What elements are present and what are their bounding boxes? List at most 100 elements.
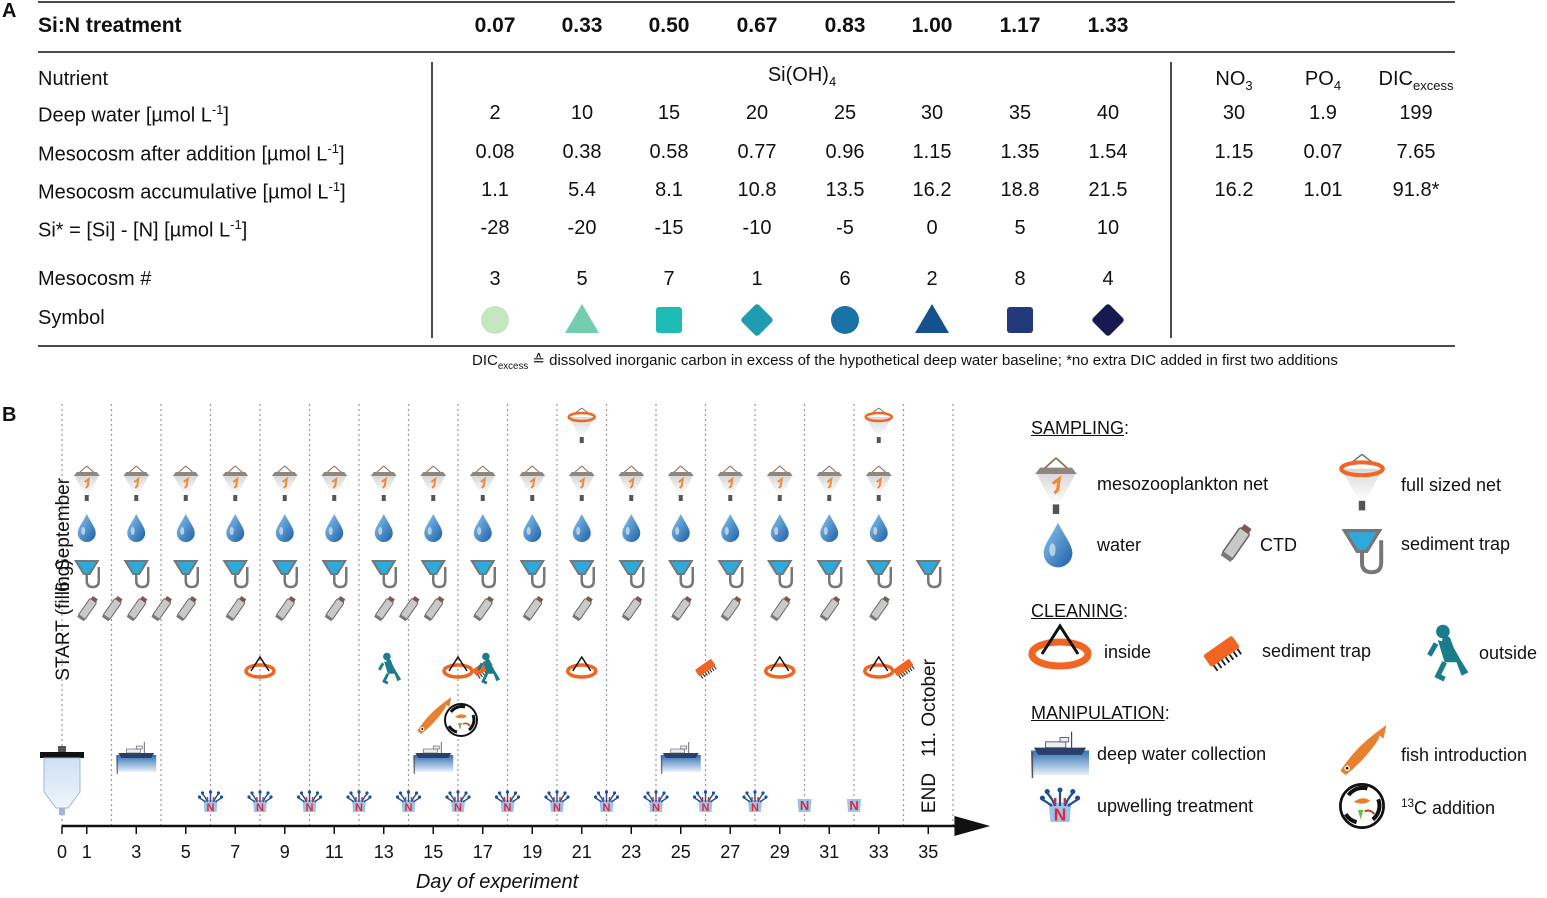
legend-sediment-trap-label: sediment trap [1401, 534, 1511, 554]
upwelling-treatment-icon [345, 789, 373, 815]
ctd-icon [670, 594, 694, 622]
after-addition-label: Mesocosm after addition [µmol L-1] [38, 141, 345, 166]
accum-value: 10.8 [737, 179, 777, 201]
treatment-value: 1.00 [911, 14, 953, 37]
legend-deep-water-collection-icon [1030, 730, 1090, 779]
axis-tick-label: 31 [819, 842, 840, 862]
after-value: 0.77 [737, 141, 777, 163]
ctd-icon [819, 594, 842, 622]
sistar-value: 5 [1014, 217, 1026, 239]
ctd-icon [101, 594, 124, 622]
water-sample-icon [622, 514, 641, 542]
meso-value: 7 [663, 268, 675, 290]
axis-tick-label: 35 [918, 842, 939, 862]
after-extra-value: 0.07 [1303, 141, 1343, 163]
legend-ctd-icon [1219, 522, 1254, 563]
sediment-trap-icon [470, 559, 496, 589]
sediment-trap-icon [74, 559, 100, 589]
upwelling-treatment-icon [197, 789, 224, 815]
deep-value: 25 [833, 102, 857, 124]
axis-tick-label: 7 [230, 842, 241, 862]
c13-addition-icon [443, 702, 479, 738]
deep-extra-value: 30 [1222, 102, 1246, 124]
accumulative-label: Mesocosm accumulative [µmol L-1] [38, 179, 346, 204]
legend-upwelling-label: upwelling treatment [1097, 796, 1254, 816]
meso-value: 3 [489, 268, 501, 290]
deep-value: 2 [489, 102, 501, 124]
axis-tick-label: 19 [522, 842, 543, 862]
upwelling-treatment-icon [642, 789, 670, 815]
mesozooplankton-net-icon [567, 465, 596, 502]
water-sample-icon [523, 514, 542, 542]
axis-arrowhead [954, 816, 991, 836]
water-sample-icon [77, 514, 96, 542]
sediment-trap-icon [866, 559, 892, 589]
legend-c13-label: 13C addition [1401, 797, 1496, 818]
after-value: 1.15 [912, 141, 952, 163]
axis-tick-label: 29 [769, 842, 790, 862]
sediment-trap-icon [569, 559, 595, 589]
mesocosm-symbol-square [1007, 307, 1033, 333]
treatment-value: 0.67 [736, 14, 778, 37]
axis-tick-label: 21 [571, 842, 592, 862]
sistar-value: 10 [1096, 217, 1120, 239]
meso-value: 5 [576, 268, 588, 290]
start-date-label: 6. September [53, 477, 74, 593]
legend-inside-label: inside [1104, 642, 1152, 662]
upwelling-treatment-icon [692, 789, 719, 815]
mesocosm-symbol-diamond [741, 304, 773, 336]
end-label: END [919, 772, 940, 814]
upwelling-treatment-icon [494, 789, 521, 815]
inside-cleaning-icon [764, 655, 796, 679]
ctd-icon [76, 594, 100, 622]
legend-full-sized-net-label: full sized net [1401, 475, 1502, 495]
symbol-label: Symbol [38, 307, 105, 329]
sampling-title: SAMPLING: [1031, 418, 1130, 438]
after-extra-value: 1.15 [1214, 141, 1254, 163]
upwelling-treatment-icon [395, 789, 422, 815]
ctd-icon [522, 594, 545, 622]
deep-water-collection-icon [660, 741, 702, 775]
ctd-icon [621, 594, 644, 622]
full-net-icon [567, 406, 596, 445]
ctd-icon [225, 594, 248, 622]
meso-value: 8 [1014, 268, 1026, 290]
accum-value: 18.8 [1000, 179, 1040, 201]
mesocosm-symbol-triangle [565, 304, 599, 333]
treatment-value: 1.33 [1087, 14, 1129, 37]
trap-cleaning-icon [892, 658, 917, 681]
water-sample-icon [325, 514, 344, 542]
no3-header: NO3 [1215, 68, 1253, 93]
treatment-value: 0.33 [561, 14, 603, 37]
sediment-trap-icon [173, 559, 199, 589]
deep-water-collection-icon [115, 741, 157, 775]
mesozooplankton-net-icon [221, 465, 250, 502]
sistar-value: -28 [480, 217, 510, 239]
sediment-trap-icon [124, 559, 150, 589]
water-sample-icon [176, 514, 195, 542]
ctd-icon [324, 594, 347, 622]
mesozooplankton-net-icon [518, 465, 547, 502]
after-value: 1.35 [1000, 141, 1040, 163]
sediment-trap-icon [223, 559, 249, 589]
legend-fish-icon [1340, 725, 1387, 775]
after-value: 0.96 [825, 141, 865, 163]
accum-value: 21.5 [1088, 179, 1128, 201]
diver-icon [377, 651, 403, 685]
legend-sediment-trap-cleaning-icon [1202, 634, 1245, 674]
accum-value: 5.4 [568, 179, 596, 201]
legend-fish-label: fish introduction [1401, 745, 1528, 765]
mesozooplankton-net-icon [864, 465, 893, 502]
water-sample-icon [820, 514, 839, 542]
inside-cleaning-icon [863, 655, 895, 679]
upwelling-treatment-icon [741, 789, 769, 815]
ctd-icon [423, 594, 446, 622]
ctd-icon [150, 594, 174, 622]
axis-tick-label: 33 [868, 842, 889, 862]
upwelling-treatment-icon [593, 789, 620, 815]
manipulation-title: MANIPULATION: [1031, 703, 1170, 723]
timeline-events [39, 406, 942, 816]
axis-tick-label: 11 [324, 842, 344, 862]
water-sample-icon [374, 514, 393, 542]
deep-value: 15 [657, 102, 681, 124]
